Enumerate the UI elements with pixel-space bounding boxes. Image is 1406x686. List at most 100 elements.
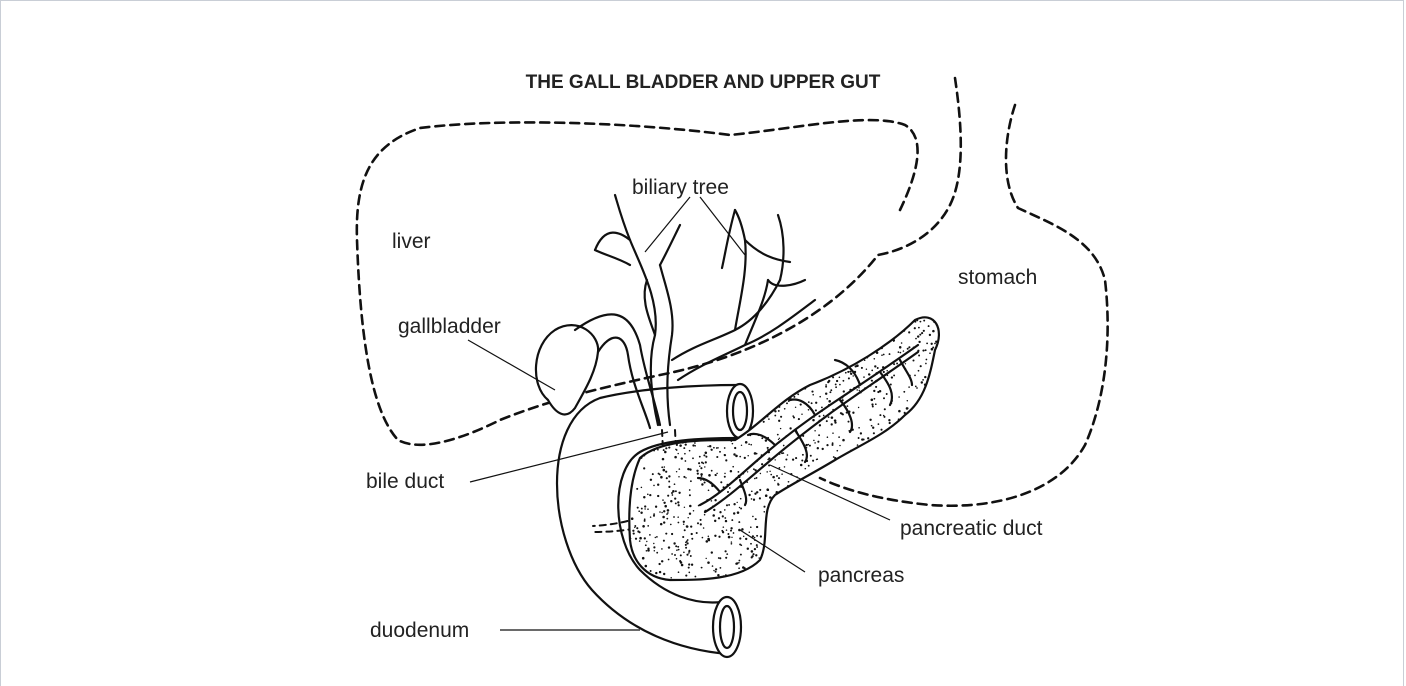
- pancreas-stipple-dot: [668, 447, 670, 449]
- pancreas-stipple-dot: [643, 454, 645, 456]
- pancreas-stipple-dot: [736, 502, 737, 503]
- pancreas-stipple-dot: [632, 530, 634, 532]
- pancreas-stipple-dot: [905, 363, 906, 364]
- pancreas-stipple-dot: [738, 471, 740, 473]
- pancreas-stipple-dot: [707, 446, 708, 447]
- pancreas-stipple-dot: [751, 550, 754, 553]
- pancreas-stipple-dot: [636, 527, 638, 529]
- pancreas-stipple-dot: [919, 334, 921, 336]
- pancreas-stipple-dot: [663, 466, 665, 468]
- pancreas-stipple-dot: [828, 400, 831, 403]
- pancreas-stipple-dot: [732, 466, 734, 468]
- pancreas-stipple-dot: [674, 456, 677, 459]
- pancreas-stipple-dot: [761, 463, 763, 465]
- pancreas-stipple-dot: [691, 533, 693, 535]
- pancreas-stipple-dot: [678, 549, 680, 551]
- pancreas-stipple-dot: [650, 479, 652, 481]
- pancreas-stipple-dot: [875, 386, 877, 388]
- pancreas-stipple-dot: [812, 460, 814, 462]
- pancreas-stipple-dot: [719, 451, 721, 453]
- pancreas-stipple-dot: [633, 533, 635, 535]
- pancreas-stipple-dot: [812, 394, 814, 396]
- pancreas-stipple-dot: [903, 330, 905, 332]
- pancreas-stipple-dot: [883, 354, 885, 356]
- pancreas-stipple-dot: [686, 542, 688, 544]
- pancreas-stipple-dot: [785, 458, 787, 460]
- pancreas-stipple-dot: [730, 530, 732, 532]
- pancreas-stipple-dot: [756, 526, 758, 528]
- pancreas-stipple-dot: [653, 513, 655, 515]
- pancreas-stipple-dot: [642, 525, 645, 528]
- pancreas-stipple-dot: [900, 352, 902, 354]
- pancreas-stipple-dot: [848, 421, 850, 423]
- pancreas-stipple-dot: [677, 453, 678, 454]
- pancreas-stipple-dot: [631, 517, 634, 520]
- pancreas-stipple-dot: [825, 386, 827, 388]
- pancreas-stipple-dot: [684, 529, 686, 531]
- pancreas-stipple-dot: [708, 489, 710, 491]
- pancreas-stipple-dot: [834, 419, 837, 422]
- pancreas-stipple-dot: [832, 376, 834, 378]
- pancreas-stipple-dot: [728, 504, 730, 506]
- pancreas-stipple-dot: [676, 444, 678, 446]
- pancreas-stipple-dot: [724, 454, 726, 456]
- pancreas-stipple-dot: [705, 456, 707, 458]
- pancreas-stipple-dot: [692, 444, 694, 446]
- pancreas-stipple-dot: [718, 517, 720, 519]
- pancreas-stipple-dot: [735, 455, 738, 458]
- pancreas-stipple-dot: [672, 490, 675, 493]
- pancreas-stipple-dot: [813, 440, 815, 442]
- pancreas-stipple-dot: [901, 342, 903, 344]
- pancreas-stipple-dot: [699, 456, 701, 458]
- pancreas-stipple-dot: [653, 546, 655, 548]
- pancreas-stipple-dot: [724, 476, 726, 478]
- pancreas-stipple-dot: [647, 508, 649, 510]
- pancreas-stipple-dot: [645, 565, 648, 568]
- pancreas-stipple-dot: [926, 342, 928, 344]
- pancreas-stipple-dot: [634, 527, 635, 528]
- pancreas-stipple-dot: [733, 532, 735, 534]
- stomach-outline: [820, 105, 1108, 506]
- pancreas-stipple-dot: [800, 404, 802, 406]
- pancreas-label: pancreas: [818, 564, 904, 587]
- pancreas-stipple-dot: [713, 570, 714, 571]
- pancreas-stipple-dot: [733, 503, 735, 505]
- pancreas-stipple-dot: [842, 413, 844, 415]
- pancreas-stipple-dot: [928, 325, 930, 327]
- pancreas-stipple-dot: [718, 536, 720, 538]
- pancreas-stipple-dot: [644, 518, 646, 520]
- pancreas-stipple-dot: [637, 507, 639, 509]
- pancreas-stipple-dot: [690, 480, 692, 482]
- pancreas-stipple-dot: [692, 457, 694, 459]
- pancreas-stipple-dot: [751, 490, 753, 492]
- stomach-label: stomach: [958, 266, 1037, 289]
- pancreas-stipple-dot: [756, 477, 758, 479]
- pancreas-stipple-dot: [884, 416, 886, 418]
- pancreas-stipple-dot: [850, 373, 852, 375]
- pancreas-stipple-dot: [724, 517, 726, 519]
- pancreas-stipple-dot: [690, 555, 692, 557]
- biliary-tree-label: biliary tree: [632, 176, 729, 199]
- pancreas-stipple-dot: [750, 543, 752, 545]
- pancreas-stipple-dot: [728, 536, 731, 539]
- pancreas-stipple-dot: [712, 514, 715, 517]
- pancreas-stipple-dot: [850, 450, 852, 452]
- pancreas-stipple-dot: [808, 409, 810, 411]
- pancreas-stipple-dot: [652, 473, 654, 475]
- pancreas-stipple-dot: [711, 551, 713, 553]
- pancreas-stipple-dot: [724, 509, 726, 511]
- pancreas-stipple-dot: [661, 560, 663, 562]
- pancreas-stipple-dot: [873, 358, 875, 360]
- pancreas-stipple-dot: [747, 471, 748, 472]
- pancreas-stipple-dot: [711, 470, 713, 472]
- pancreas-stipple-dot: [706, 540, 709, 543]
- pancreas-stipple-dot: [751, 555, 753, 557]
- pancreas-stipple-dot: [730, 470, 732, 472]
- pancreas-stipple-dot: [637, 530, 639, 532]
- pancreas-stipple-dot: [677, 501, 679, 503]
- pancreas-stipple-dot: [667, 512, 669, 514]
- pancreas-stipple-dot: [640, 457, 642, 459]
- pancreas-stipple-dot: [738, 560, 740, 562]
- pancreas-stipple-dot: [715, 571, 717, 573]
- pancreas-stipple-dot: [827, 436, 829, 438]
